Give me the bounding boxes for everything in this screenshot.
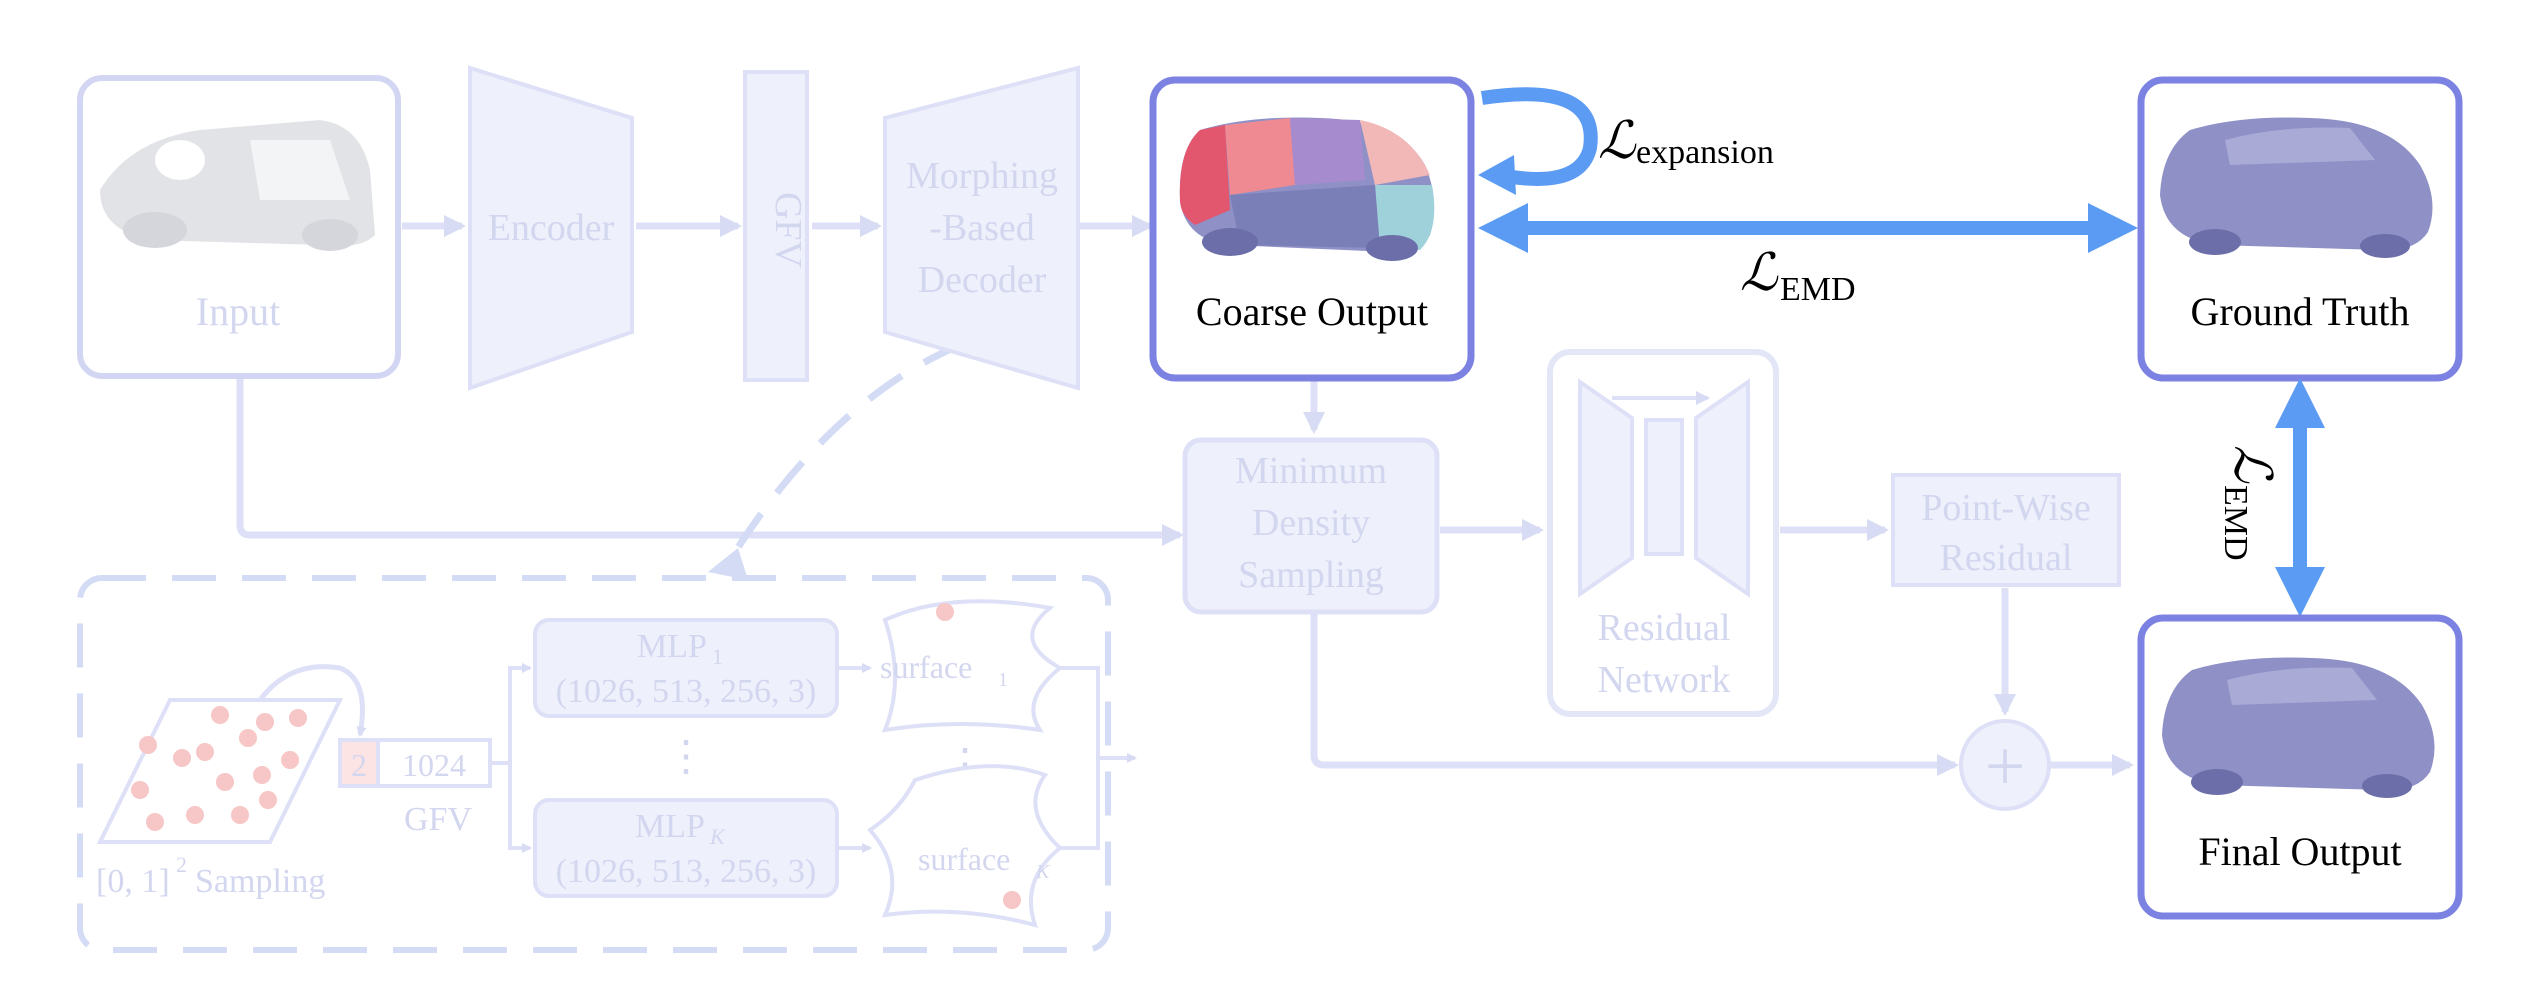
emd-arrow-top — [1478, 203, 2138, 253]
surface-k-name: surface — [918, 841, 1010, 877]
ground-truth-car-point-cloud-icon — [2160, 117, 2433, 258]
loss-emd-side-label: ℒ EMD — [2217, 445, 2280, 561]
loss-expansion-symbol: ℒ — [1598, 113, 1637, 170]
decoder-line-2: -Based — [929, 207, 1035, 249]
surface-k-shape: surface K — [866, 764, 1064, 928]
loss-expansion-label: ℒ expansion — [1598, 113, 1774, 171]
sampling-label-superscript: 2 — [176, 852, 187, 877]
mlp-vdots: ⋮ — [665, 734, 707, 780]
loss-emd-side-subscript: EMD — [2217, 485, 2254, 561]
emd-arrow-side — [2275, 378, 2325, 617]
decoder-block: Morphing -Based Decoder — [883, 65, 1080, 391]
arrow-input-mds — [236, 378, 1184, 546]
gfv-vector-label: GFV — [404, 801, 472, 838]
point-wise-residual-line-2: Residual — [1940, 537, 2073, 579]
mlp-1-dims: (1026, 513, 256, 3) — [556, 673, 817, 710]
loss-emd-top-subscript: EMD — [1780, 271, 1856, 308]
decoder-line-1: Morphing — [906, 155, 1058, 197]
mds-line-2: Density — [1252, 502, 1370, 544]
coarse-output-box: Coarse Output — [1149, 76, 1475, 382]
faded-connectors — [236, 215, 2134, 776]
point-wise-residual-line-1: Point-Wise — [1921, 487, 2090, 529]
ground-truth-box: Ground Truth — [2137, 76, 2463, 382]
encoder-label: Encoder — [488, 207, 615, 249]
mlp-1-subscript: 1 — [712, 644, 723, 669]
point-wise-residual-block: Point-Wise Residual — [1891, 473, 2121, 587]
input-car-partial-icon — [100, 120, 375, 251]
loss-expansion-subscript: expansion — [1636, 134, 1774, 171]
residual-network-block: Residual Network — [1547, 349, 1779, 717]
expansion-loss-loop — [1478, 87, 1598, 195]
morphing-detail-panel: [0, 1] 2 Sampling 2 1024 GFV MLP 1 (1026… — [77, 575, 1137, 953]
plus-symbol: + — [1985, 726, 2026, 806]
mlp-1-block: MLP 1 (1026, 513, 256, 3) — [533, 618, 839, 718]
arrow-mds-plus — [1310, 612, 1959, 776]
mlp-k-dims: (1026, 513, 256, 3) — [556, 853, 817, 890]
final-output-car-point-cloud-icon — [2162, 657, 2435, 798]
coarse-car-point-cloud-icon — [1179, 117, 1435, 261]
decoder-line-3: Decoder — [918, 259, 1047, 301]
residual-network-line-2: Network — [1598, 659, 1731, 701]
loss-emd-top-label: ℒ EMD — [1740, 245, 1856, 308]
surface-1-subscript: 1 — [998, 669, 1008, 691]
encoder-block: Encoder — [468, 65, 634, 391]
mds-line-1: Minimum — [1235, 450, 1387, 492]
gfv-vector: 2 1024 GFV — [338, 738, 492, 838]
input-label: Input — [196, 289, 280, 334]
mds-block: Minimum Density Sampling — [1182, 437, 1440, 615]
sampling-label: [0, 1] 2 Sampling — [96, 852, 325, 900]
final-output-label: Final Output — [2198, 829, 2401, 874]
mlp-1-name: MLP — [637, 628, 707, 665]
surface-k-subscript: K — [1035, 861, 1051, 883]
dashed-arrow-decoder-detail — [727, 341, 962, 562]
mlp-k-block: MLP K (1026, 513, 256, 3) — [533, 798, 839, 898]
loss-emd-top-symbol: ℒ — [1740, 245, 1779, 302]
residual-network-line-1: Residual — [1598, 607, 1731, 649]
gfv-block: GFV — [743, 70, 809, 382]
gfv-vertical-label: GFV — [767, 192, 809, 269]
sampling-label-math: [0, 1] — [96, 863, 170, 900]
sampling-label-text: Sampling — [195, 863, 325, 900]
input-box: Input — [77, 75, 401, 379]
surface-1-name: surface — [880, 649, 972, 685]
coarse-output-label: Coarse Output — [1196, 289, 1428, 334]
mlp-branch-lines — [492, 663, 1137, 853]
ground-truth-label: Ground Truth — [2191, 289, 2410, 334]
mds-line-3: Sampling — [1238, 554, 1384, 596]
dashed-arrow-head — [708, 548, 748, 580]
mlp-k-name: MLP — [635, 808, 705, 845]
final-output-box: Final Output — [2137, 614, 2463, 920]
surface-1-shape: surface 1 — [880, 599, 1064, 733]
gfv-vector-first: 2 — [351, 747, 367, 783]
loss-emd-side-symbol: ℒ — [2223, 445, 2280, 484]
mlp-k-subscript: K — [709, 824, 726, 849]
plus-circle: + — [1959, 719, 2051, 811]
unit-square-sampling — [96, 664, 367, 844]
gfv-vector-second: 1024 — [402, 747, 466, 783]
